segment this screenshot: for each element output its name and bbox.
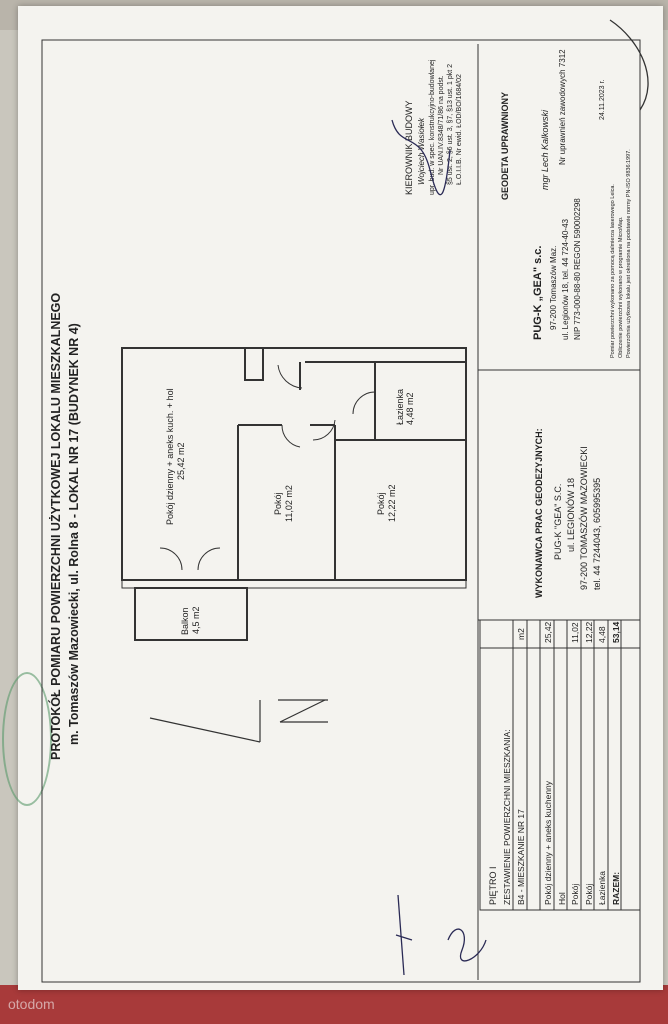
summary-row-5-value: 53,14 [611,621,621,643]
room-1-area: 11,02 m2 [284,485,294,522]
company-stamp-line-0: 97-200 Tomaszów Maz. [549,246,558,330]
contractor-heading: WYKONAWCA PRAC GEODEZYJNYCH: [534,428,544,598]
note-2: Powierzchnia użytkowa lokalu jest określ… [626,149,632,358]
site-manager-line-0: upr. bud. w spec. konstrukcyjno-budowlan… [429,59,436,195]
door-arc-2 [312,419,336,441]
contractor-line-0: PUG-K "GEA" S.C. [553,484,563,560]
summary-row-4-name: Łazienka [597,871,607,905]
handwritten-mark-top [609,19,649,111]
summary-row-0-value: 25,42 [543,621,553,643]
summary-floor: PIĘTRO I [488,866,498,905]
surveyor-date: 24.11.2023 r. [599,80,606,120]
summary-row-4-value: 4,48 [597,626,607,643]
balcony-outline [134,587,248,641]
contractor-line-3: tel. 44 7244043, 605995395 [592,478,602,590]
surveyor-signature: mgr Lech Kalkowski [540,109,550,190]
watermark: otodom [8,996,55,1012]
document-frame [41,39,641,983]
document-sheet [18,6,663,990]
handwritten-mark-left [395,894,413,976]
wall-column [244,347,264,381]
door-arc-1 [281,424,301,448]
summary-row-3-value: 12,22 [584,621,594,643]
note-1: Obliczenie powierzchni wykonano w progra… [618,216,624,358]
room-living-label: Pokój dzienny + aneks kuch. + hol [165,388,175,525]
summary-unit-col: m2 [516,628,526,640]
summary-row-2-value: 11,02 [570,622,580,643]
summary-row-3-name: Pokój [584,884,594,905]
handwritten-signature-bottom [447,928,487,962]
site-manager-line-3: Ł.O.I.I.B. Nr ewid. ŁOD/BO/1684/02 [456,74,463,185]
company-stamp-line-1: ul. Legionów 18, tel. 44 724-40-43 [561,218,570,340]
note-0: Pomiar powierzchni wykonano za pomocą da… [610,184,616,358]
contractor-line-2: 97-200 TOMASZÓW MAZOWIECKI [579,446,589,590]
summary-unit: B4 - MIESZKANIE NR 17 [516,809,526,905]
windows-strip [121,579,467,589]
desk-background-bottom [0,985,668,1024]
site-manager-line-1: Nr UAN.IV.8348/71/86 na podst. [438,75,445,175]
green-seal-stamp [2,672,52,806]
summary-table [479,619,641,911]
summary-row-0-name: Pokój dzienny + aneks kuchenny [543,780,553,905]
surveyor-heading: GEODETA UPRAWNIONY [500,92,510,200]
document-title-line1: PROTOKÓŁ POMIARU POWIERZCHNI UŻYTKOWEJ L… [48,293,63,760]
balcony-door-arc-1 [159,547,183,571]
balcony-area: 4,5 m2 [191,606,201,634]
surveyor-license: Nr uprawnień zawodowych 7312 [558,49,567,165]
company-stamp-line-2: NIP 773-000-88-80 REGON 590002298 [573,198,582,340]
balcony-label: Balkon [180,607,190,635]
summary-row-2-name: Pokój [570,884,580,905]
summary-row-1-name: Hol [557,892,567,905]
room-2-label: Pokój [376,492,386,515]
contractor-line-1: ul. LEGIONÓW 18 [566,478,576,552]
summary-heading: ZESTAWIENIE POWIERZCHNI MIESZKANIA: [502,729,512,905]
door-arc-bath [352,391,376,415]
door-arc-entry [277,364,303,389]
bathroom-area: 4,48 m2 [405,392,415,425]
room-2-area: 12,22 m2 [387,484,397,522]
floor-plan [121,347,467,641]
document-title-line2: m. Tomaszów Mazowiecki, ul. Rolna 8 - LO… [67,323,81,745]
summary-row-5-name: RAZEM: [611,872,621,905]
company-stamp-name: PUG-K „GEA" s.c. [532,246,544,340]
handwritten-signature-manager [391,119,451,196]
room-living-area: 25,42 m2 [176,442,186,480]
north-arrow-icon [149,699,328,743]
balcony-door-arc-2 [197,547,221,571]
site-manager-line-2: §5 ust. 2, §6 ust. 3, §7, §13 ust. 1 pkt… [447,64,454,185]
room-1-label: Pokój [273,492,283,515]
bathroom-label: Łazienka [395,389,405,425]
site-manager-heading: KIEROWNIK BUDOWY [404,100,414,195]
